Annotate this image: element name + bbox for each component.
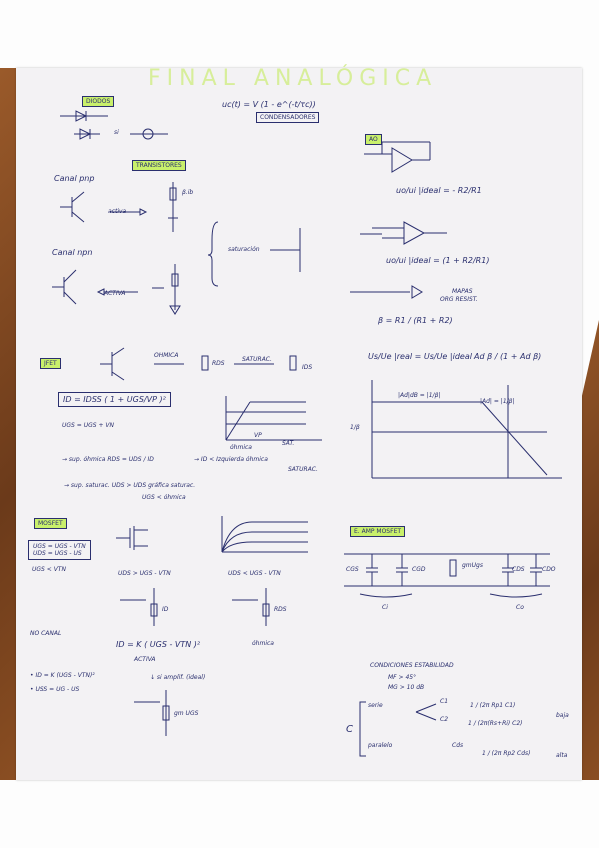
ao-inv-gain: uo/ui |ideal = - R2/R1 — [396, 186, 482, 195]
jfet-ugs-formula: UGS = UGS + VN — [62, 422, 114, 429]
mosfet-sat-model — [120, 588, 158, 626]
feedback-block-sketch — [350, 285, 423, 299]
mosfet-uds-lt: UDS < UGS - VTN — [228, 570, 281, 577]
canal-npn-label: Canal npn — [52, 248, 93, 257]
cgd-label: CGD — [412, 566, 426, 573]
header-formula: uc(t) = V (1 - e^(-t/τc)) — [222, 100, 316, 109]
cds-label: CDS — [512, 566, 525, 573]
ao-loop-gain: Ad β / (1 + Ad β) — [474, 352, 542, 361]
cgs-label: CGS — [346, 566, 359, 573]
mapas-label: MAPAS — [452, 288, 473, 295]
jfet-cond1b: SATURAC. — [288, 466, 318, 473]
ids-label: IDS — [302, 364, 313, 371]
mosfet-id-label: ID — [162, 606, 169, 613]
serie-label: serie — [368, 702, 383, 709]
wood-table-left — [0, 68, 16, 780]
baja-label: baja — [556, 712, 569, 719]
saturation-brace — [207, 221, 301, 287]
f3-formula: 1 / (2π Rp2 Cds) — [482, 750, 531, 757]
page-title: FINAL ANALÓGICA — [148, 66, 438, 91]
mosfet-smallsignal-sketch — [134, 690, 170, 736]
mapas2-label: ORG RESIST. — [440, 296, 478, 303]
label-transistores: TRANSISTORES — [132, 160, 186, 171]
label-diodos: DIODOS — [82, 96, 115, 107]
label-e-amp-mosfet: E. AMP MOSFET — [350, 526, 406, 537]
adbeta-label: |Ad|dB = |1/β| — [398, 392, 441, 399]
beta-formula: β = R1 / (R1 + R2) — [378, 316, 453, 325]
mosfet-eq3: UGS < VTN — [32, 566, 66, 573]
mosfet-eq2: UDS = UGS - US — [33, 550, 82, 557]
npn-transistor-sketch — [52, 264, 181, 315]
mosfet-ohmica-label: óhmica — [252, 640, 274, 647]
vp-label: VP — [254, 432, 262, 439]
label-jfet: JFET — [40, 358, 61, 369]
saturacion-label: saturación — [228, 246, 260, 253]
jfet-sat-eq2: UGS < óhmica — [142, 494, 186, 501]
noninverting-opamp-sketch — [360, 221, 447, 245]
mosfet-eq1: UGS = UGS - VTN — [33, 543, 86, 550]
e-amp-equivalent-circuit — [344, 553, 550, 598]
beta-ib-label: β.ib — [182, 189, 194, 196]
label-estabilidad: CONDICIONES ESTABILIDAD — [370, 662, 454, 669]
ohmica-label: OHMICA — [154, 352, 179, 359]
mosfet-symbol-sketch — [116, 526, 148, 550]
f1-formula: 1 / (2π Rp1 C1) — [470, 702, 516, 709]
ohmic-region-label: óhmica — [230, 444, 252, 451]
mg-condition: MG > 10 dB — [388, 684, 425, 691]
diode-si-note: si — [114, 129, 119, 136]
c2-label: C2 — [440, 716, 449, 723]
inv-beta-label: 1/β — [350, 424, 360, 431]
alta-label: alta — [556, 752, 568, 759]
paralelo-label: paralelo — [368, 742, 393, 749]
ao-noninv-gain: uo/ui |ideal = (1 + R2/R1) — [386, 256, 490, 265]
bode-plot-sketch — [371, 380, 562, 479]
f2-formula: 1 / (2π(Rs+Ri) C2) — [468, 720, 523, 727]
no-canal-label: NO CANAL — [30, 630, 62, 637]
si-amplif-label: ↓ si amplif. (ideal) — [150, 674, 206, 681]
jfet-sketch — [100, 347, 297, 381]
stability-c-label: C — [346, 724, 353, 735]
mosfet-eqs-box: UGS = UGS - VTN UDS = UGS - US — [28, 540, 91, 560]
sat-label: SAT. — [282, 440, 295, 447]
diode-sketch — [60, 110, 168, 140]
mosfet-rds-label: RDS — [274, 606, 287, 613]
label-mosfet: MOSFET — [34, 518, 67, 529]
jfet-id-formula: ID = IDSS ( 1 + UGS/VP )² — [58, 392, 171, 407]
mf-condition: MF > 45° — [388, 674, 417, 681]
mosfet-activa-label: ACTIVA — [134, 656, 156, 663]
jfet-cond1: → ID < Izquierda óhmica — [194, 456, 268, 463]
pnp-transistor-sketch — [60, 182, 178, 232]
label-condensadores: CONDENSADORES — [256, 112, 320, 123]
cdo-label: CDO — [542, 566, 556, 573]
jfet-characteristic-sketch — [225, 396, 322, 441]
co-label: Co — [516, 604, 524, 611]
ao-real-gain: Us/Ue |real = Us/Ue |ideal — [368, 352, 472, 361]
ci-label: Ci — [382, 604, 388, 611]
adbeta2-label: |Ad| = |1/β| — [480, 398, 515, 405]
inverting-opamp-sketch — [364, 141, 431, 173]
mosfet-id-eq: ID = K ( UGS - VTN )² — [116, 640, 201, 649]
gmugs-label: gmUgs — [462, 562, 483, 569]
mosfet-ohmic-model — [232, 588, 270, 626]
mosfet-curves-sketch — [221, 516, 308, 553]
jfet-rds-eq: → sup. óhmica RDS = UDS / ID — [62, 456, 154, 463]
canal-pnp-label: Canal pnp — [54, 174, 95, 183]
jfet-sat-eq: → sup. saturac. UDS > UDS gráfica satura… — [64, 482, 196, 489]
activa2-label: ACTIVA — [104, 290, 126, 297]
saturac-label: SATURAC. — [242, 356, 272, 363]
mosfet-uds-gt: UDS > UGS - VTN — [118, 570, 171, 577]
cds-stab-label: Cds — [452, 742, 464, 749]
activa-label: activa — [108, 208, 127, 215]
mosfet-uss-eq: • USS = UG - US — [30, 686, 80, 693]
label-ao: AO — [365, 134, 382, 145]
stability-brace — [359, 701, 437, 757]
rds-label: RDS — [212, 360, 225, 367]
mosfet-gm-label: gm UGS — [174, 710, 199, 717]
mosfet-id-eq2: • ID = K (UGS - VTN)² — [30, 672, 95, 679]
c1-label: C1 — [440, 698, 449, 705]
